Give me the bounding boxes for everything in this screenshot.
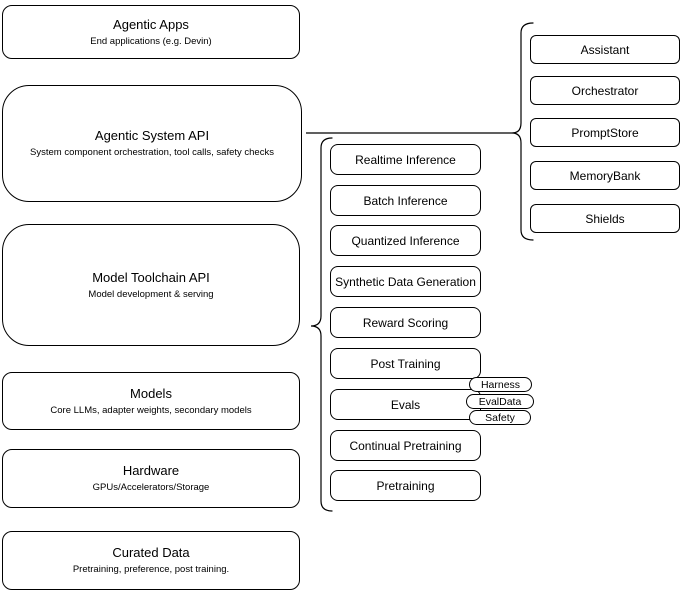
- node-assistant: Assistant: [530, 35, 680, 64]
- node-pretraining: Pretraining: [330, 470, 481, 501]
- node-post-training: Post Training: [330, 348, 481, 379]
- node-memorybank: MemoryBank: [530, 161, 680, 190]
- node-title: Models: [130, 385, 172, 401]
- brace-toolchain-group: [310, 137, 333, 512]
- node-evals: Evals: [330, 389, 481, 420]
- node-subtitle: End applications (e.g. Devin): [90, 35, 212, 47]
- tag-harness: Harness: [469, 377, 532, 392]
- node-promptstore: PromptStore: [530, 118, 680, 147]
- node-subtitle: System component orchestration, tool cal…: [30, 147, 274, 158]
- node-subtitle: GPUs/Accelerators/Storage: [92, 482, 210, 493]
- node-model-toolchain-api: Model Toolchain API Model development & …: [2, 224, 300, 346]
- node-curated-data: Curated Data Pretraining, preference, po…: [2, 531, 300, 590]
- tag-evaldata: EvalData: [466, 394, 534, 409]
- node-shields: Shields: [530, 204, 680, 233]
- tag-safety: Safety: [469, 410, 531, 425]
- node-synthetic-data-generation: Synthetic Data Generation: [330, 266, 481, 297]
- node-realtime-inference: Realtime Inference: [330, 144, 481, 175]
- node-continual-pretraining: Continual Pretraining: [330, 430, 481, 461]
- node-subtitle: Core LLMs, adapter weights, secondary mo…: [50, 404, 252, 416]
- node-title: Hardware: [122, 463, 180, 478]
- node-quantized-inference: Quantized Inference: [330, 225, 481, 256]
- node-batch-inference: Batch Inference: [330, 185, 481, 216]
- node-subtitle: Model development & serving: [88, 288, 214, 300]
- node-agentic-system-api: Agentic System API System component orch…: [2, 85, 302, 202]
- node-title: Model Toolchain API: [92, 269, 210, 285]
- node-title: Agentic Apps: [113, 16, 189, 32]
- node-models: Models Core LLMs, adapter weights, secon…: [2, 372, 300, 430]
- node-subtitle: Pretraining, preference, post training.: [72, 564, 230, 575]
- node-title: Agentic System API: [94, 128, 210, 143]
- node-orchestrator: Orchestrator: [530, 76, 680, 105]
- node-hardware: Hardware GPUs/Accelerators/Storage: [2, 449, 300, 508]
- node-agentic-apps: Agentic Apps End applications (e.g. Devi…: [2, 5, 300, 59]
- node-reward-scoring: Reward Scoring: [330, 307, 481, 338]
- node-title: Curated Data: [112, 545, 190, 560]
